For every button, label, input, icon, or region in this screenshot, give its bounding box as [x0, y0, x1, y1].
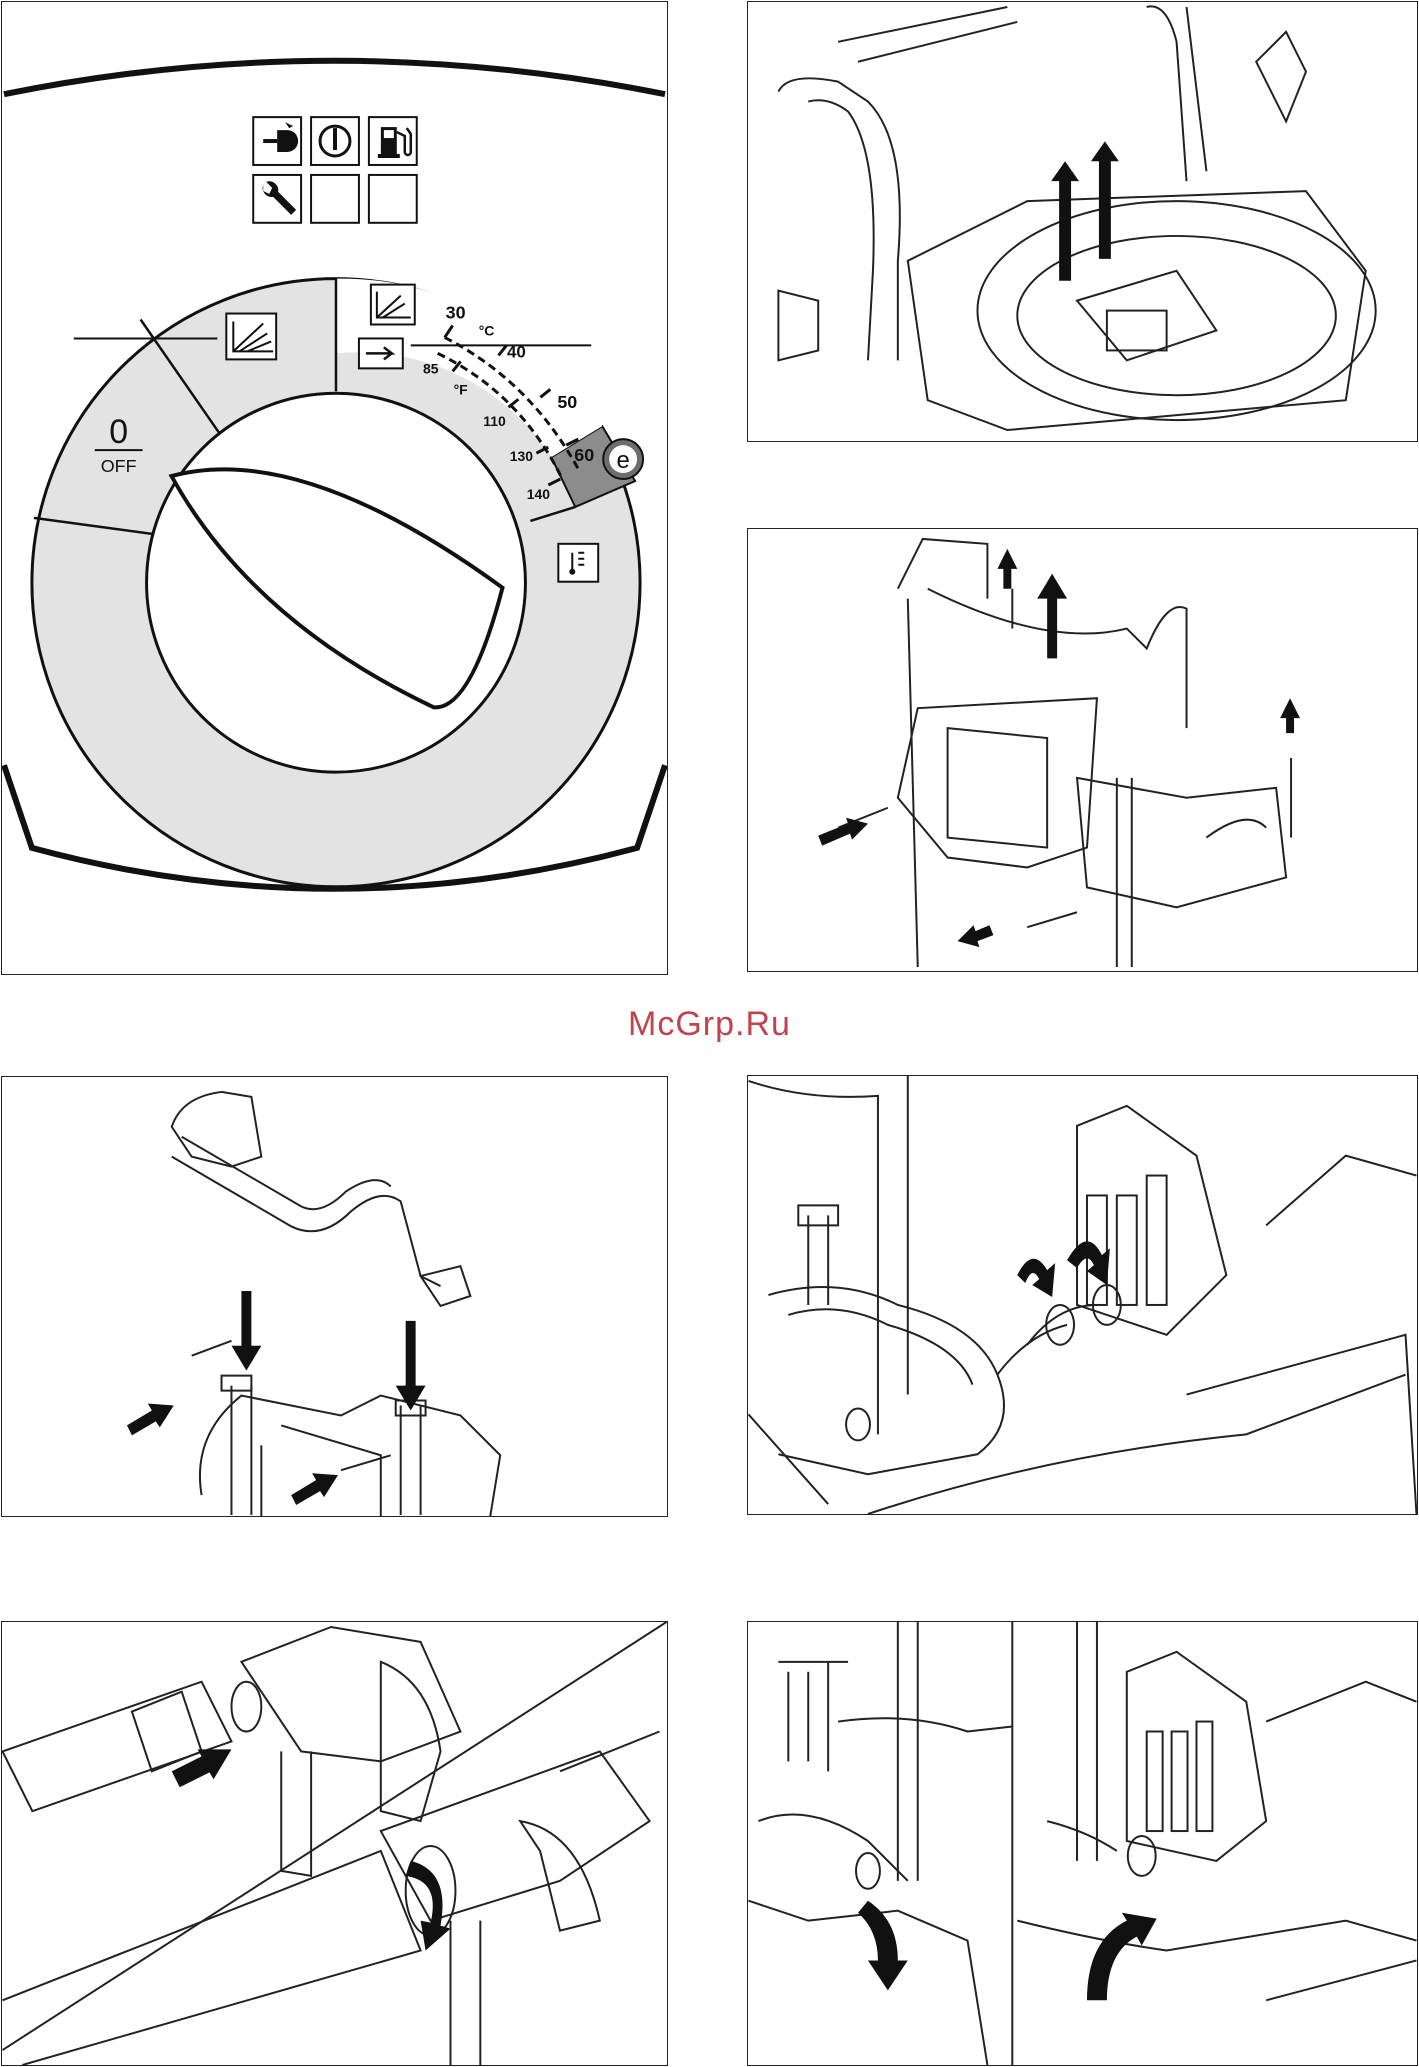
frame-screw-removal-figure [747, 528, 1418, 972]
off-label: OFF [101, 456, 137, 476]
gun-lance-connection-figure [1, 1621, 668, 2066]
watermark-text: McGrp.Ru [0, 1005, 1419, 1044]
handle-removal-figure [747, 1, 1418, 442]
fahrenheit-tick-140: 140 [527, 486, 551, 502]
fahrenheit-tick-130: 130 [510, 448, 534, 464]
blank-slot [311, 175, 359, 223]
off-number: 0 [109, 413, 128, 451]
celsius-unit: °C [479, 322, 495, 338]
fahrenheit-unit: °F [454, 381, 468, 397]
blank-slot [369, 175, 417, 223]
celsius-tick-60: 60 [574, 445, 594, 465]
eco-badge-letter: e [616, 447, 629, 474]
housing-top-edge [4, 61, 665, 94]
hose-connection-figure [747, 1075, 1418, 1515]
handle-mounting-figure [1, 1076, 668, 1517]
thermometer-icon [558, 544, 598, 582]
hose-routing-figure [747, 1621, 1418, 2066]
control-dial-drawing: 0 OFF 30 40 50 60 °C 85 110 130 140 °F e [2, 2, 667, 974]
fahrenheit-tick-85: 85 [423, 360, 439, 376]
celsius-tick-50: 50 [557, 392, 577, 412]
control-panel-figure: 0 OFF 30 40 50 60 °C 85 110 130 140 °F e [1, 1, 668, 975]
fahrenheit-tick-110: 110 [483, 413, 506, 429]
celsius-tick-30: 30 [446, 303, 466, 323]
celsius-tick-40: 40 [507, 342, 526, 361]
